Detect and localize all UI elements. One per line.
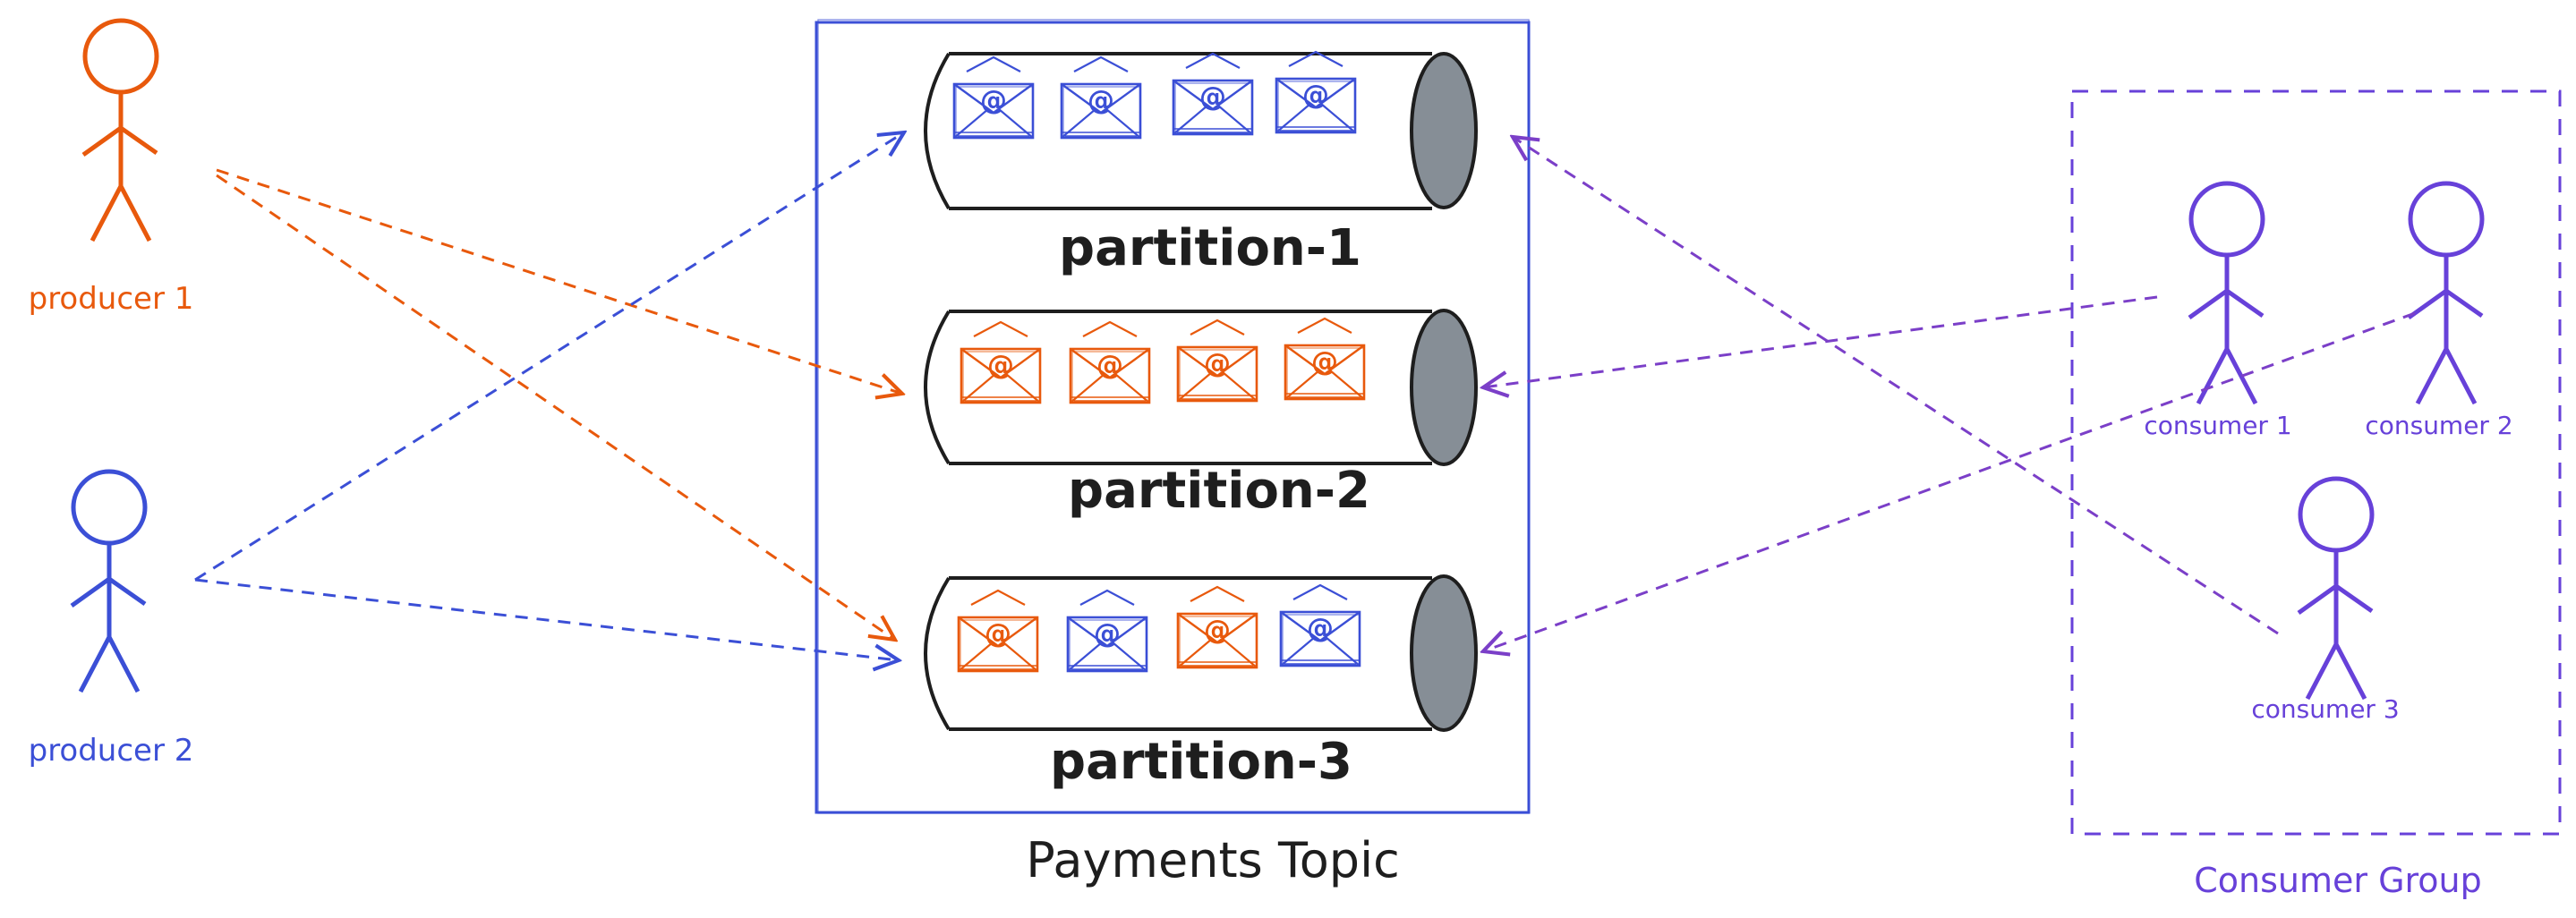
- consumer-3-figure: [2299, 479, 2372, 699]
- producer-2-person-icon: [72, 472, 145, 692]
- message-envelope-icon: [1284, 317, 1366, 401]
- message-envelope-icon: [1275, 50, 1357, 134]
- producer-1-figure: [83, 21, 157, 241]
- message-envelope-icon: [1279, 583, 1361, 667]
- message-envelope-icon: [1172, 52, 1254, 136]
- producer-1-to-partition-2-arrow: [216, 168, 902, 394]
- partition-3-messages: [957, 583, 1361, 673]
- partition-3-cylinder: [924, 574, 1478, 732]
- message-envelope-icon: [952, 55, 1035, 140]
- producer-2-to-partition-3-arrow: [194, 578, 899, 660]
- message-envelope-icon: [1176, 585, 1258, 669]
- producer-2-label: producer 2: [29, 733, 194, 769]
- consumer-1-to-partition-2-arrow: [1483, 295, 2158, 387]
- consumer-1-label: consumer 1: [2144, 411, 2291, 440]
- consumer-1-person-icon: [2189, 183, 2263, 404]
- consumer-3-label: consumer 3: [2251, 694, 2399, 724]
- producer-1-person-icon: [83, 21, 157, 241]
- partition-2-cylinder: [924, 309, 1478, 466]
- partition-1-cylinder: [924, 52, 1478, 210]
- consumer-group-label: Consumer Group: [2194, 861, 2482, 900]
- partition-2-messages: [960, 317, 1366, 404]
- producer-1-label: producer 1: [29, 281, 194, 317]
- consumer-2-label: consumer 2: [2365, 411, 2512, 440]
- consumer-2-to-partition-3-arrow: [1483, 311, 2416, 651]
- payments-topic-label: Payments Topic: [1026, 832, 1400, 888]
- partition-1-messages: [952, 50, 1357, 140]
- consumer-2-figure: [2409, 183, 2482, 404]
- message-envelope-icon: [1060, 55, 1142, 140]
- consumer-3-person-icon: [2299, 479, 2372, 699]
- consumer-2-person-icon: [2409, 183, 2482, 404]
- partition-2-label: partition-2: [1068, 462, 1370, 520]
- message-envelope-icon: [1176, 319, 1258, 403]
- consumer-3-to-partition-1-arrow: [1513, 137, 2279, 635]
- producer-2-figure: [72, 472, 145, 692]
- producer-2-to-partition-1-arrow: [194, 132, 904, 582]
- message-envelope-icon: [960, 320, 1042, 404]
- message-envelope-icon: [957, 589, 1039, 673]
- consumer-1-figure: [2189, 183, 2263, 404]
- message-envelope-icon: [1066, 589, 1148, 673]
- partition-1-label: partition-1: [1059, 219, 1361, 277]
- producer-1-to-partition-3-arrow: [216, 174, 895, 640]
- consumer-group-box: [2070, 89, 2562, 836]
- partition-3-label: partition-3: [1050, 733, 1352, 791]
- message-envelope-icon: [1069, 320, 1151, 404]
